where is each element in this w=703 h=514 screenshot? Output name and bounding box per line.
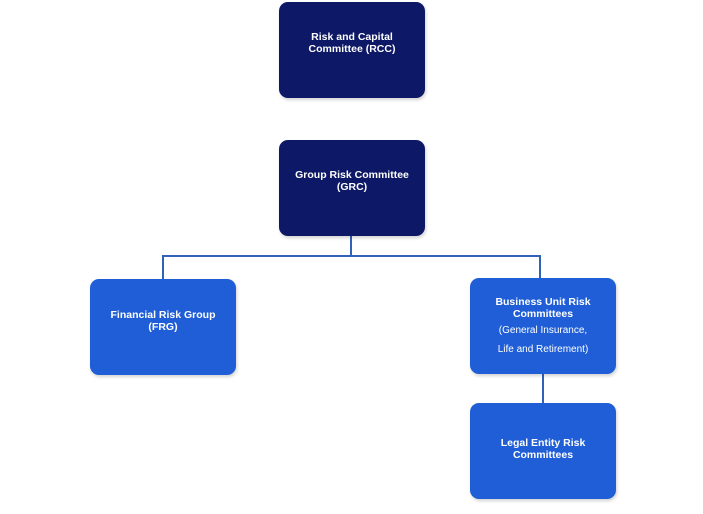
- node-title: Legal Entity Risk Committees: [500, 437, 586, 461]
- node-title: Business Unit Risk Committees: [495, 295, 591, 320]
- node-financial-risk-group: Financial Risk Group (FRG): [90, 279, 236, 375]
- node-business-unit-risk-committees: Business Unit Risk Committees (General I…: [470, 278, 616, 374]
- node-legal-entity-risk-committees: Legal Entity Risk Committees: [470, 403, 616, 499]
- node-title: Group Risk Committee (GRC): [295, 169, 409, 193]
- node-subtitle: (General Insurance, Life and Retirement): [497, 324, 589, 355]
- node-title: Financial Risk Group (FRG): [110, 309, 216, 333]
- node-risk-and-capital-committee: Risk and Capital Committee (RCC): [279, 2, 425, 98]
- node-group-risk-committee: Group Risk Committee (GRC): [279, 140, 425, 236]
- node-title: Risk and Capital Committee (RCC): [308, 31, 396, 55]
